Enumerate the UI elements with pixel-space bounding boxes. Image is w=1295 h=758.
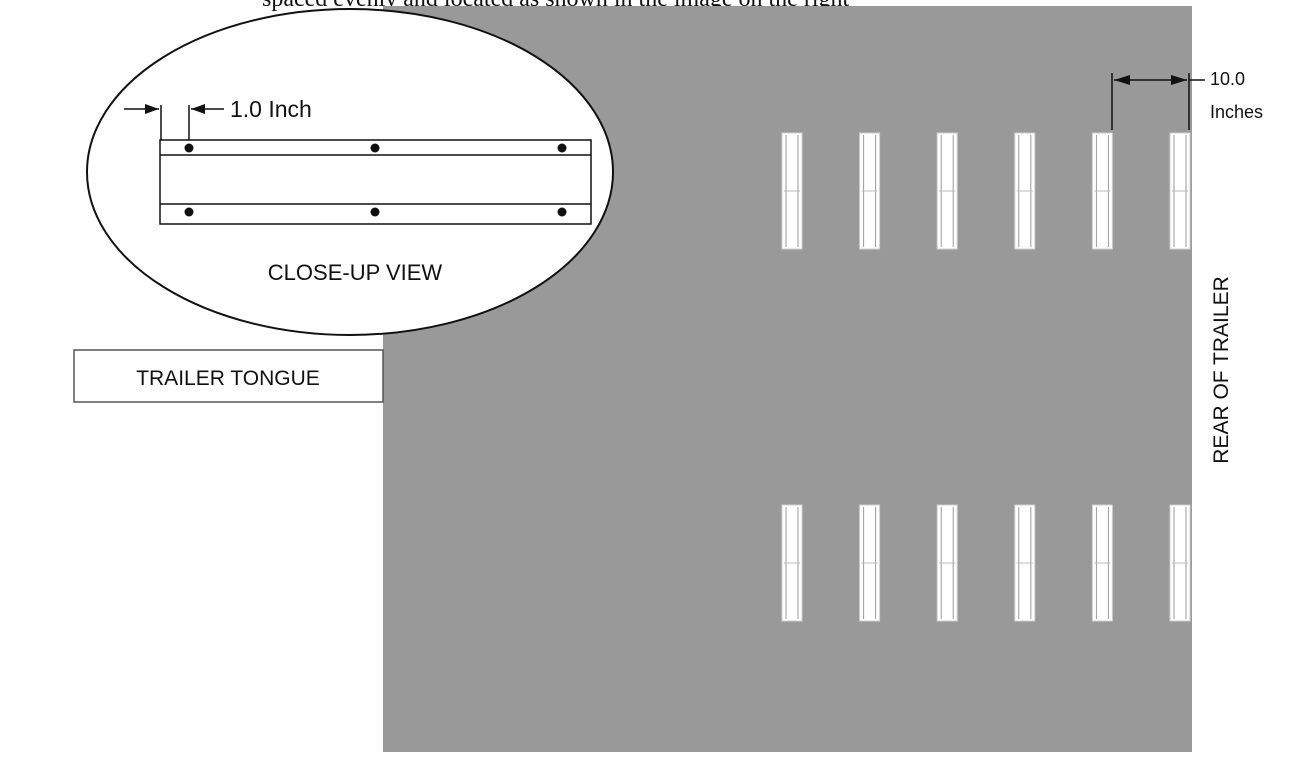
strip-row-rear: [781, 504, 1191, 622]
anchor-strip: [1091, 504, 1113, 622]
anchor-strip: [1014, 504, 1036, 622]
dimension-arrowhead-left: [1114, 75, 1130, 85]
trailer-tongue-box: [73, 349, 384, 403]
rear-of-trailer-label: REAR OF TRAILER: [1210, 276, 1233, 463]
dimension-arrowhead-right: [1171, 75, 1187, 85]
anchor-strip: [936, 132, 958, 250]
anchor-strip: [781, 504, 803, 622]
closeup-fastener: [184, 207, 194, 217]
closeup-fastener: [557, 143, 567, 153]
spacing-dimension: 10.0 Inches: [1111, 69, 1263, 130]
closeup-fastener: [184, 143, 194, 153]
anchor-strip: [781, 132, 803, 250]
anchor-strip: [1014, 132, 1036, 250]
dimension-unit: Inches: [1210, 102, 1263, 122]
anchor-strip: [859, 504, 881, 622]
anchor-strip: [936, 504, 958, 622]
closeup-spacing-label: 1.0 Inch: [230, 96, 312, 122]
anchor-strip: [1091, 132, 1113, 250]
trailer-tongue-label: TRAILER TONGUE: [136, 367, 320, 390]
closeup-fastener: [557, 207, 567, 217]
closeup-arrowhead-left: [145, 104, 159, 114]
dimension-value: 10.0: [1210, 69, 1245, 89]
closeup-fastener: [370, 143, 380, 153]
anchor-strip: [1169, 132, 1191, 250]
closeup-view: 1.0 Inch CLOSE-UP VIEW: [86, 8, 614, 336]
anchor-strip: [1169, 504, 1191, 622]
strip-row-front: [781, 132, 1191, 250]
closeup-title: CLOSE-UP VIEW: [268, 260, 443, 285]
anchor-strip: [859, 132, 881, 250]
closeup-fastener: [370, 207, 380, 217]
